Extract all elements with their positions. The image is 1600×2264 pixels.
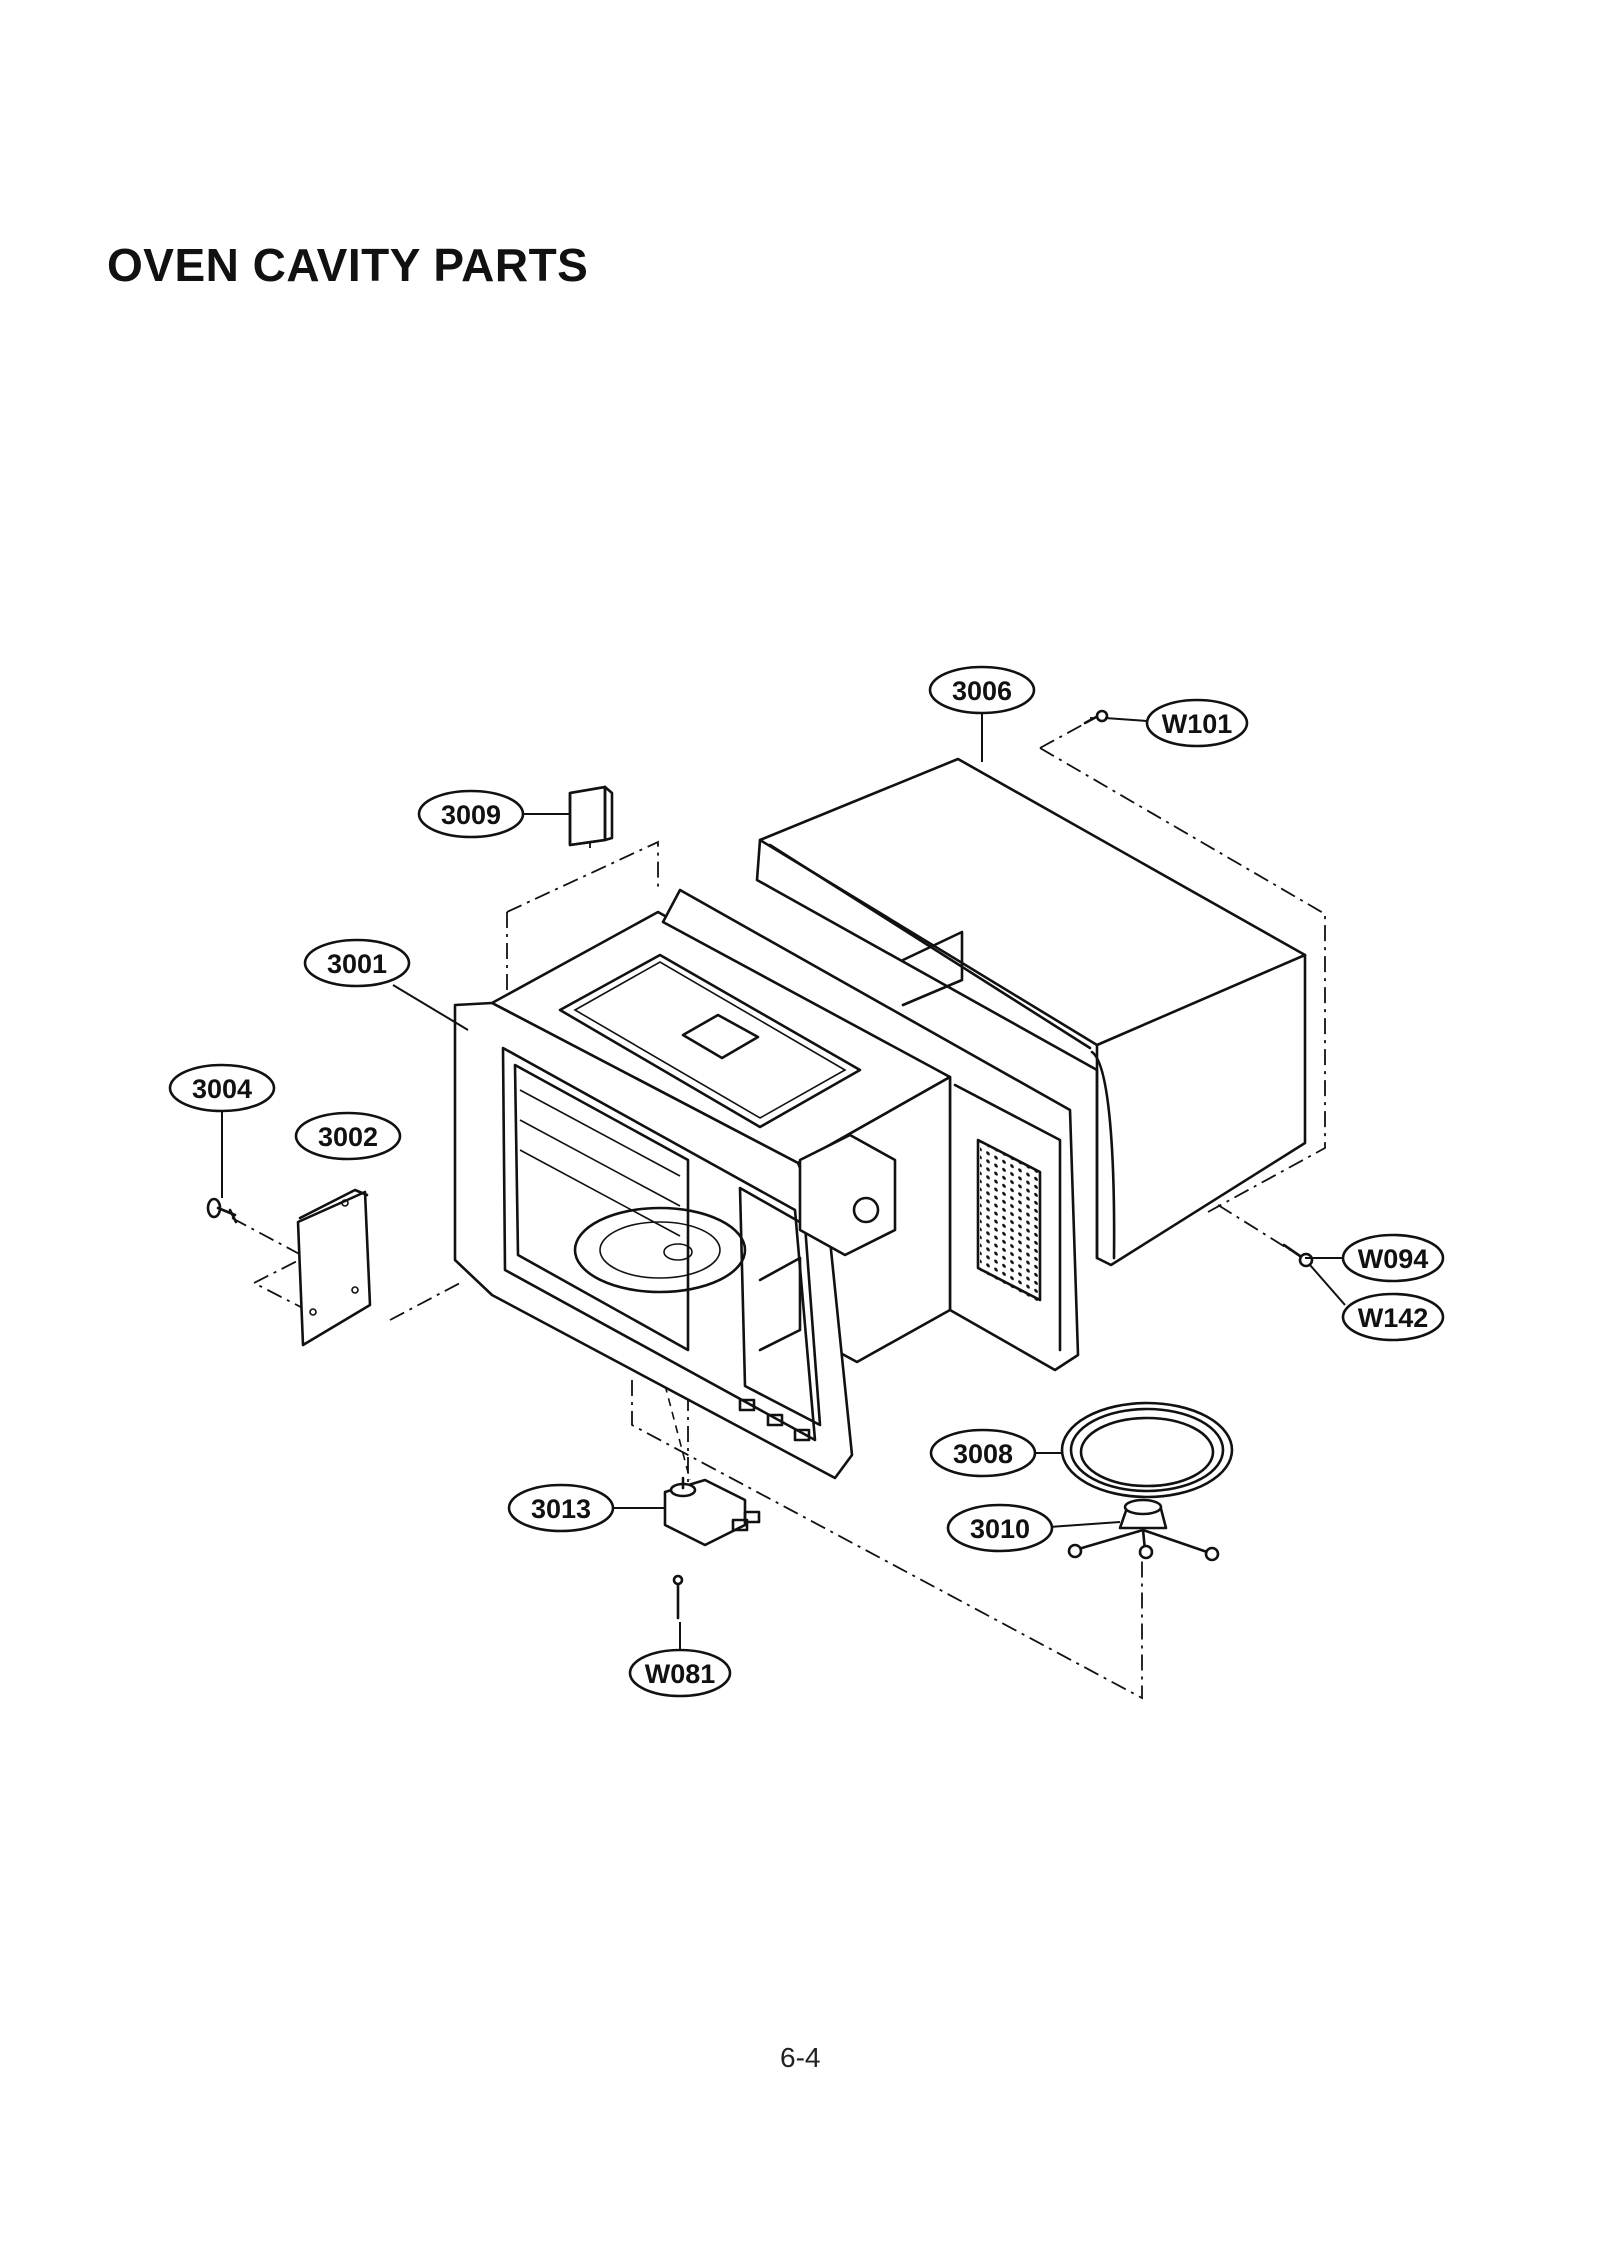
callout-3008: 3008 <box>929 1428 1037 1478</box>
callout-3001: 3001 <box>303 938 411 988</box>
callout-3010: 3010 <box>946 1503 1054 1553</box>
callout-3009: 3009 <box>417 789 525 839</box>
callout-3001-label: 3001 <box>327 949 387 979</box>
page-title: OVEN CAVITY PARTS <box>107 239 589 291</box>
callout-3006-label: 3006 <box>952 676 1012 706</box>
pad-part-3009 <box>568 785 614 847</box>
callout-W101: W101 <box>1145 698 1249 748</box>
callout-3010-label: 3010 <box>970 1514 1030 1544</box>
glass-tray-part-3008 <box>1060 1401 1234 1499</box>
callout-W081-label: W081 <box>645 1659 716 1689</box>
screw-part-3004 <box>206 1197 238 1224</box>
callout-W142: W142 <box>1341 1292 1445 1342</box>
outer-case-part-3006 <box>755 757 1307 1267</box>
screw-part-W094-W142 <box>1282 1243 1314 1268</box>
screw-part-W101 <box>1083 709 1109 725</box>
callout-W142-label: W142 <box>1358 1303 1429 1333</box>
callout-W101-label: W101 <box>1162 709 1233 739</box>
callout-3008-label: 3008 <box>953 1439 1013 1469</box>
callout-3013: 3013 <box>507 1483 615 1533</box>
cover-plate-part-3002 <box>296 1188 372 1347</box>
callout-3009-label: 3009 <box>441 800 501 830</box>
callout-3013-label: 3013 <box>531 1494 591 1524</box>
callout-W094: W094 <box>1341 1233 1445 1283</box>
callout-3002-label: 3002 <box>318 1122 378 1152</box>
screw-part-W081 <box>672 1574 684 1620</box>
callout-3004-label: 3004 <box>192 1074 252 1104</box>
callout-3004: 3004 <box>168 1063 276 1113</box>
cavity-assembly-part-3001 <box>453 888 1080 1480</box>
page-number: 6-4 <box>780 2042 821 2073</box>
callout-3002: 3002 <box>294 1111 402 1161</box>
roller-support-part-3010 <box>1067 1498 1220 1562</box>
callout-W094-label: W094 <box>1358 1244 1429 1274</box>
turntable-motor-part-3013 <box>663 1476 761 1547</box>
callout-3006: 3006 <box>928 665 1036 715</box>
callout-W081: W081 <box>628 1648 732 1698</box>
